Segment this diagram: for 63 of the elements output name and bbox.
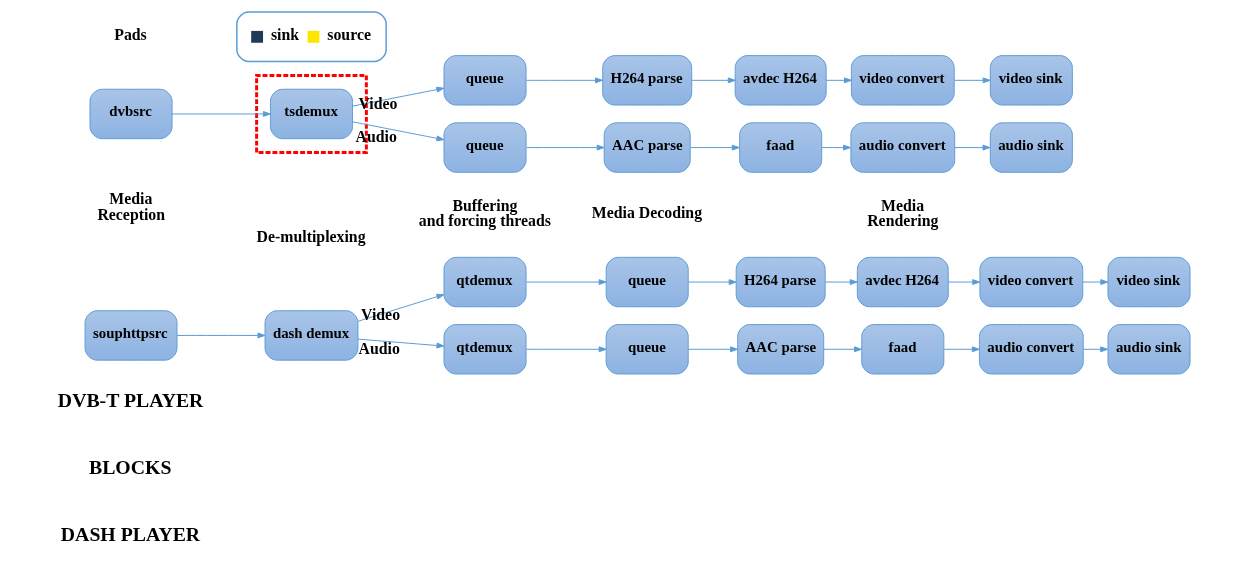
arrow — [357, 293, 444, 322]
node-box: tsdemux — [269, 88, 353, 140]
arrow — [525, 77, 603, 84]
label: Buffering and forcing threads — [418, 196, 551, 230]
arrow — [689, 144, 740, 151]
arrow — [525, 279, 607, 285]
node-box: dash demux — [264, 310, 358, 361]
arrow — [943, 346, 980, 353]
arrow — [824, 279, 858, 285]
node-box: H264 parse — [735, 256, 826, 308]
node-box: souphttpsrc — [84, 310, 177, 361]
node-box: avdec H264 — [734, 55, 827, 106]
label: Media Decoding — [591, 203, 702, 221]
label: DASH PLAYER — [60, 523, 200, 546]
node-box: faad — [860, 324, 944, 375]
node-box: dvbsrc — [89, 88, 173, 140]
node-box: queue — [443, 122, 527, 173]
arrow — [953, 144, 990, 151]
node-box: AAC parse — [603, 122, 691, 173]
node-box: H264 parse — [601, 55, 692, 106]
arrow — [953, 77, 991, 84]
label: Pads — [113, 25, 147, 43]
node-box: video convert — [850, 55, 955, 106]
node-box: queue — [605, 324, 689, 375]
legend-label: sink — [270, 25, 299, 43]
node-box: video convert — [978, 256, 1083, 308]
node-box: AAC parse — [736, 324, 824, 375]
legend-label: source — [326, 25, 371, 43]
node-box: faad — [738, 122, 822, 173]
arrow — [690, 77, 736, 84]
arrow — [947, 279, 980, 285]
node-box: avdec H264 — [856, 256, 949, 308]
arrow — [1082, 346, 1108, 353]
arrow — [825, 77, 852, 84]
label: DVB-T PLAYER — [57, 388, 203, 411]
label: Media Rendering — [866, 196, 938, 230]
node-box: queue — [443, 55, 527, 106]
arrow — [351, 121, 444, 142]
arrow — [821, 144, 851, 151]
arrow — [525, 346, 607, 353]
arrow — [687, 279, 737, 285]
edge-label: Video — [360, 305, 400, 323]
node-box: audio sink — [1106, 324, 1191, 375]
edge-label: Audio — [355, 128, 397, 146]
node-box: audio convert — [849, 122, 955, 173]
label: Media Reception — [96, 189, 165, 223]
arrow — [176, 332, 265, 339]
arrow — [823, 346, 862, 353]
node-box: qtdemux — [443, 324, 527, 375]
arrow — [357, 338, 444, 349]
label: BLOCKS — [88, 455, 171, 478]
arrow — [525, 144, 605, 151]
node-box: video sink — [989, 55, 1073, 106]
arrow — [1082, 279, 1108, 285]
edge-label: Audio — [358, 340, 400, 358]
arrow — [171, 111, 271, 117]
node-box: queue — [605, 256, 689, 308]
node-box: audio convert — [978, 324, 1084, 375]
label: De-multiplexing — [256, 228, 366, 246]
node-box: qtdemux — [443, 256, 527, 308]
node-box: audio sink — [989, 122, 1073, 173]
node-box: video sink — [1106, 256, 1191, 308]
arrow — [687, 346, 738, 353]
